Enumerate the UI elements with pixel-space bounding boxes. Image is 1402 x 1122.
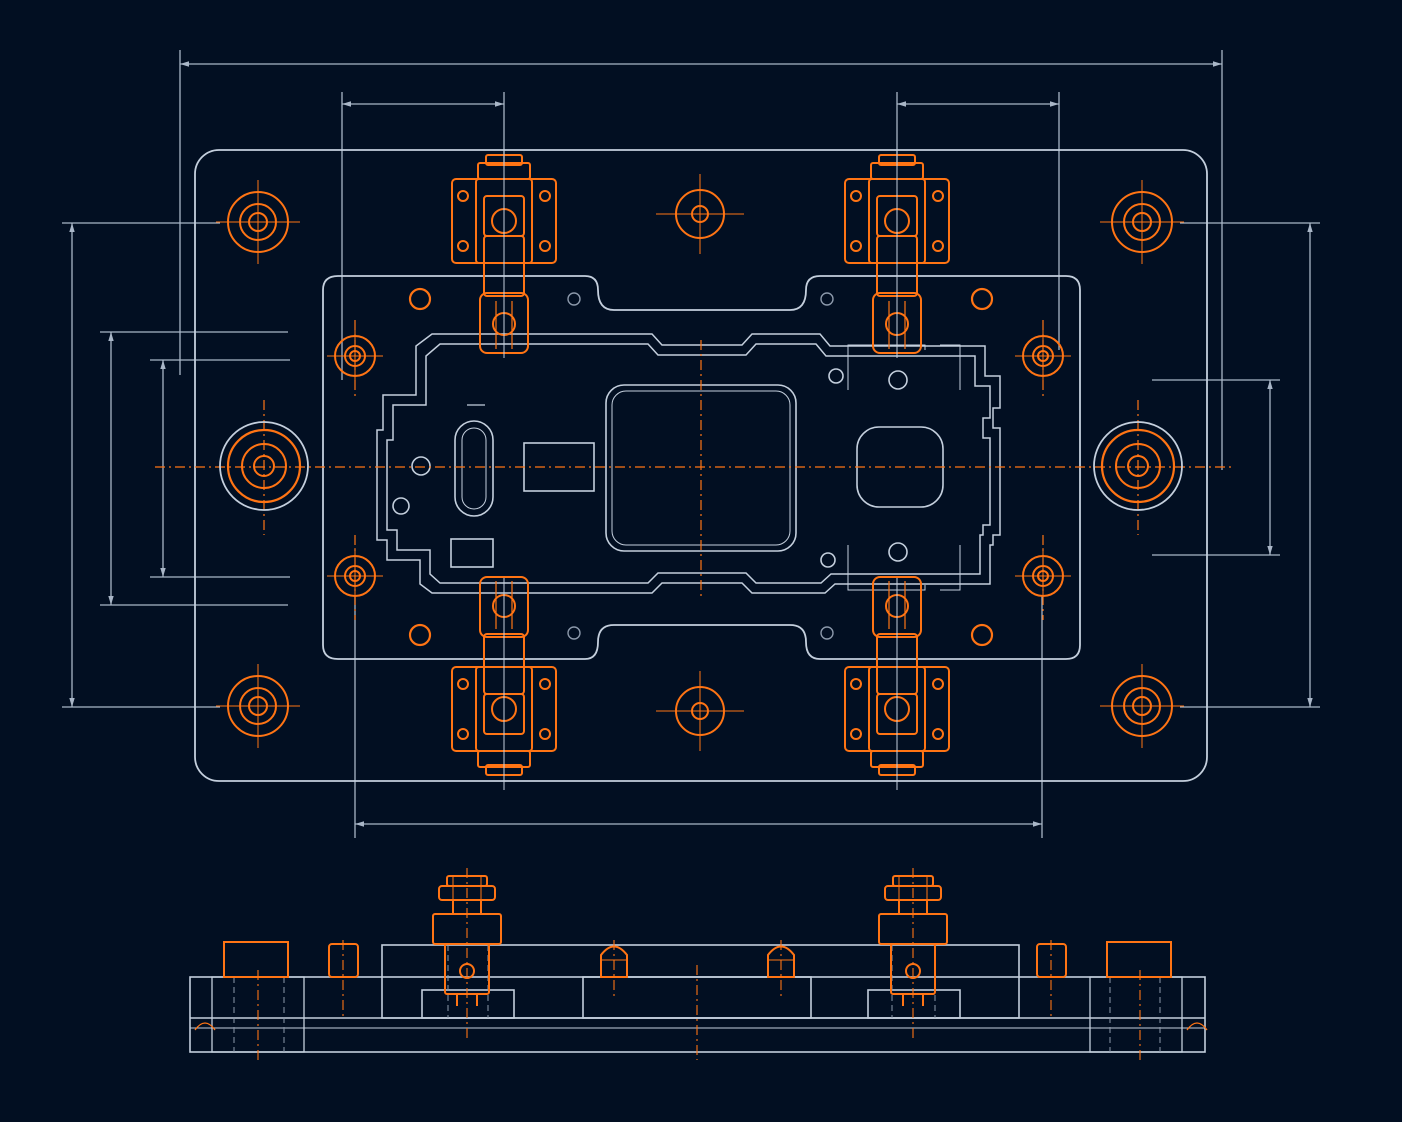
clamp-centerlines (503, 150, 898, 790)
right-inner-height-dimension (1152, 379, 1280, 556)
dimension-lines (62, 50, 1320, 838)
slot-feature (454, 420, 494, 517)
side-pin-2 (767, 945, 795, 978)
side-base-plate (189, 944, 1206, 1053)
side-elevation (189, 868, 1208, 1060)
left-outer-height-dimension (62, 222, 220, 708)
base-plate-outline (194, 149, 1208, 782)
nest-small-holes (567, 292, 834, 640)
corner-pin-holes (408, 287, 994, 647)
locating-pin-2 (1015, 328, 1071, 384)
side-pin-1 (600, 945, 628, 978)
pin-spacing-dimension (354, 595, 1043, 838)
locating-pin-1 (327, 328, 383, 384)
overall-width-dimension (179, 50, 1223, 470)
bolt-hole-top-center (656, 174, 744, 254)
dowel-bushing-right (1093, 421, 1183, 511)
bolt-hole-top-right (1100, 180, 1184, 264)
workpiece-pocket (376, 333, 1001, 594)
left-inner-height-dimension (150, 359, 290, 578)
centerlines (155, 320, 1235, 620)
small-recess (450, 538, 494, 568)
bolt-hole-bottom-right (1100, 664, 1184, 748)
side-hidden-lines (233, 945, 1161, 1052)
dowel-bushing-left (219, 421, 309, 511)
side-block-right (1106, 941, 1172, 978)
corner-bolt-holes (216, 174, 1184, 751)
nest-plate-outline (322, 275, 1081, 660)
side-corner-blocks (194, 976, 1208, 1053)
right-outer-height-dimension (1180, 222, 1320, 708)
left-middle-height-dimension (100, 331, 288, 606)
bolt-hole-top-left (216, 180, 300, 264)
side-centerlines (257, 868, 1141, 1060)
bolt-hole-bottom-left (216, 664, 300, 748)
dowel-bushings (219, 421, 1183, 511)
side-block-left (223, 941, 289, 978)
locating-pins (327, 328, 1071, 604)
bolt-hole-bottom-center (656, 671, 744, 751)
locating-pin-3 (327, 548, 383, 604)
locating-pin-4 (1015, 548, 1071, 604)
